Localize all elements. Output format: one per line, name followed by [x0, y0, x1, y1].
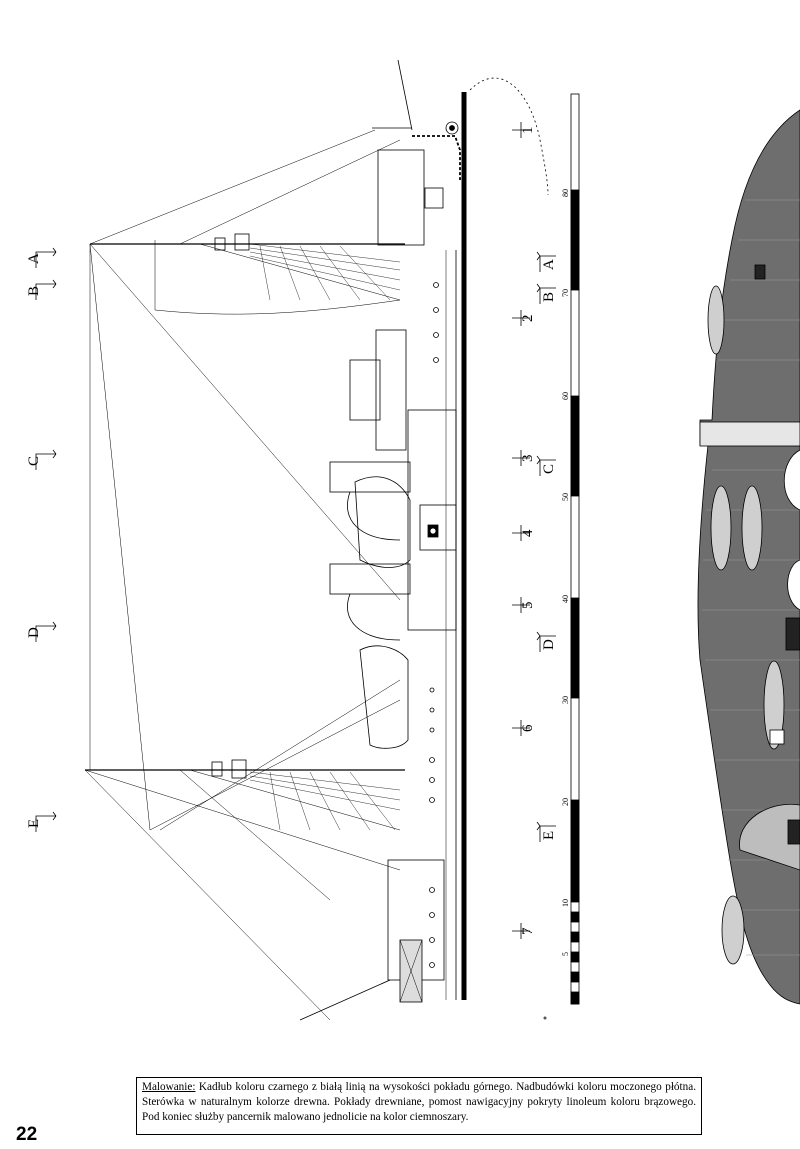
scale-label-10: 10 — [561, 899, 570, 907]
scale-label-30: 30 — [561, 696, 570, 704]
amidships-casemate — [419, 504, 457, 551]
section-label-top-c: C — [26, 456, 42, 466]
frame-number-4: 4 — [520, 529, 536, 537]
scale-label-80: 80 — [561, 189, 570, 197]
deck-boat — [710, 485, 732, 571]
portholes — [429, 282, 439, 968]
section-markers-lower — [536, 251, 556, 842]
page-number: 22 — [16, 1124, 38, 1145]
scale-segment — [570, 597, 580, 699]
scale-label-20: 20 — [561, 798, 570, 806]
superstructure — [407, 409, 457, 631]
scale-segment — [570, 991, 580, 1005]
caption-text: Kadłub koloru czarnego z białą linią na … — [142, 1081, 696, 1123]
frame-marks — [512, 122, 530, 939]
scale-bar — [570, 93, 580, 1005]
boat-davit-fore — [354, 476, 411, 568]
aft-shrouds — [249, 771, 401, 831]
boat-davit-aft — [359, 645, 409, 749]
deck-boat — [707, 285, 725, 355]
frame-number-5: 5 — [520, 602, 536, 610]
frame-number-6: 6 — [520, 724, 536, 732]
scale-label-40: 40 — [561, 595, 570, 603]
section-label-lower-a: A — [541, 259, 557, 270]
ship-profile-drawing: A B C D E 1 2 3 4 5 6 7 A B C D E — [26, 59, 800, 1021]
deck-boat — [741, 485, 763, 571]
scale-segment — [570, 911, 580, 923]
scale-segment — [570, 189, 580, 291]
scan-dot — [543, 1016, 547, 1020]
deck-boat — [763, 660, 785, 750]
section-label-top-b: B — [26, 286, 42, 296]
section-label-lower-c: C — [541, 464, 557, 474]
scale-label-50: 50 — [561, 493, 570, 501]
section-label-top-d: D — [26, 627, 42, 638]
frame-number-1: 1 — [520, 127, 536, 135]
scale-segment — [570, 951, 580, 963]
scale-segment — [570, 931, 580, 943]
section-label-lower-d: D — [541, 639, 557, 650]
scale-label-70: 70 — [561, 289, 570, 297]
frame-number-7: 7 — [520, 927, 536, 935]
section-label-top-e: E — [26, 819, 42, 828]
section-markers-top — [35, 247, 57, 832]
funnel-aft — [329, 563, 411, 595]
caption-heading: Malowanie: — [142, 1081, 196, 1093]
scale-segment — [570, 971, 580, 983]
frame-number-3: 3 — [520, 455, 536, 463]
scale-label-60: 60 — [561, 392, 570, 400]
ship-side-profile — [84, 59, 549, 1021]
scale-segment — [570, 395, 580, 497]
painting-notes-caption: Malowanie: Kadłub koloru czarnego z biał… — [136, 1077, 702, 1135]
bow-ram-outline — [469, 77, 549, 196]
deck-plan — [697, 109, 800, 1005]
fore-shrouds — [249, 243, 401, 301]
section-label-top-a: A — [26, 253, 42, 264]
frame-number-2: 2 — [520, 315, 536, 323]
scale-segment — [570, 799, 580, 903]
section-label-lower-e: E — [541, 831, 557, 840]
scale-label-5: 5 — [561, 952, 570, 956]
rigging — [84, 129, 401, 1021]
section-label-lower-b: B — [541, 292, 557, 302]
funnel-fore — [329, 461, 411, 493]
deck-boat — [721, 895, 745, 965]
